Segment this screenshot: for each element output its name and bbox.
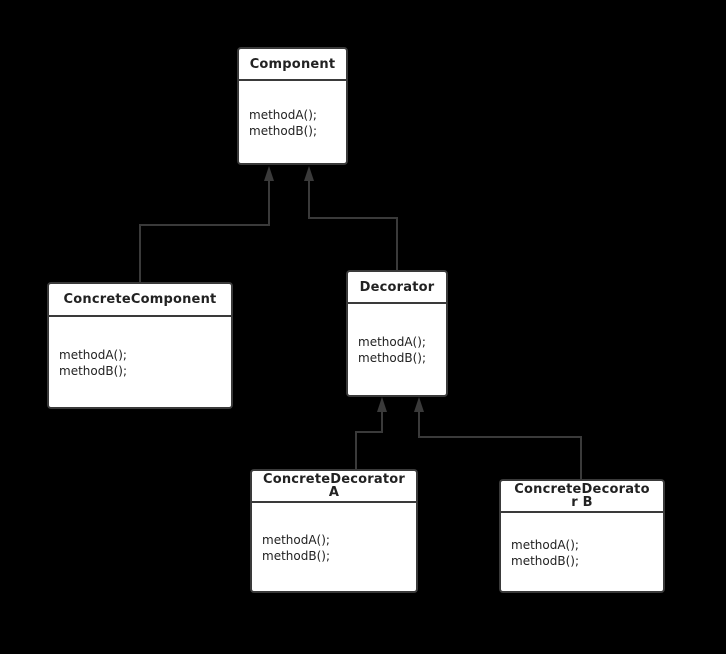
method-item: methodB(); <box>262 549 330 563</box>
generalization-arrowhead-icon <box>377 397 387 412</box>
class-methods: methodA(); methodB(); <box>501 513 663 569</box>
class-name: ConcreteComponent <box>49 284 231 317</box>
generalization-line-decorator-to-component <box>308 180 398 271</box>
generalization-line-decoratora-to-decorator <box>355 411 383 470</box>
class-methods: methodA(); methodB(); <box>239 81 346 139</box>
generalization-line-decoratorb-to-decorator <box>418 411 582 480</box>
generalization-arrowhead-icon <box>304 166 314 181</box>
class-decorator: Decorator methodA(); methodB(); <box>346 270 448 397</box>
class-methods: methodA(); methodB(); <box>49 317 231 379</box>
class-name: Component <box>239 49 346 81</box>
class-component: Component methodA(); methodB(); <box>237 47 348 165</box>
class-methods: methodA(); methodB(); <box>252 503 416 564</box>
class-name: ConcreteDecorator B <box>501 481 663 513</box>
method-item: methodA(); <box>511 538 579 552</box>
method-item: methodA(); <box>59 348 127 362</box>
generalization-line-concretecomponent-to-component <box>139 180 270 283</box>
method-item: methodA(); <box>249 108 317 122</box>
class-concretecomponent: ConcreteComponent methodA(); methodB(); <box>47 282 233 409</box>
class-name: Decorator <box>348 272 446 304</box>
method-item: methodB(); <box>358 351 426 365</box>
method-item: methodB(); <box>249 124 317 138</box>
generalization-arrowhead-icon <box>264 166 274 181</box>
generalization-arrowhead-icon <box>414 397 424 412</box>
class-name: ConcreteDecorator A <box>252 471 416 503</box>
class-concretedecorator-b: ConcreteDecorator B methodA(); methodB()… <box>499 479 665 593</box>
method-item: methodB(); <box>511 554 579 568</box>
class-methods: methodA(); methodB(); <box>348 304 446 366</box>
method-item: methodA(); <box>358 335 426 349</box>
method-item: methodA(); <box>262 533 330 547</box>
class-concretedecorator-a: ConcreteDecorator A methodA(); methodB()… <box>250 469 418 593</box>
method-item: methodB(); <box>59 364 127 378</box>
